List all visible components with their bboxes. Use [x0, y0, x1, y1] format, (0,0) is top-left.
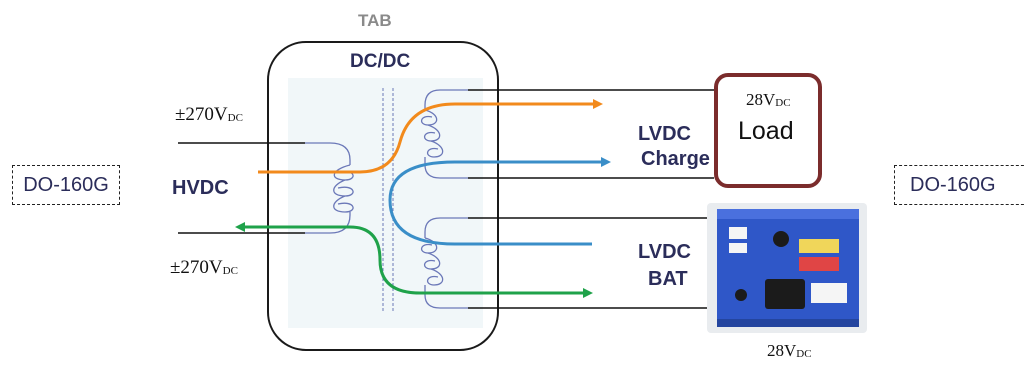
lvdc-bat-line1: LVDC: [638, 241, 691, 263]
lvdc-charge-line2: Charge: [641, 148, 710, 170]
standard-box-right: DO-160G: [894, 165, 1024, 205]
primary-coil: [305, 142, 354, 234]
converter-label: DC/DC: [350, 51, 411, 72]
standard-box-left: DO-160G: [12, 165, 120, 205]
load-label: Load: [738, 117, 794, 145]
lvdc-bat-line2: BAT: [648, 268, 688, 290]
input-voltage-bottom: ±270VDC: [170, 257, 238, 278]
green-flow-arrow: [235, 222, 588, 295]
input-voltage-top: ±270VDC: [175, 104, 243, 125]
orange-flow-arrow: [258, 99, 603, 174]
converter-background: [288, 78, 483, 328]
battery-image: [707, 203, 867, 333]
load-box: 28VDC Load: [714, 73, 822, 188]
tab-label: TAB: [358, 11, 392, 30]
hvdc-label: HVDC: [172, 177, 229, 199]
battery-voltage: 28VDC: [767, 341, 812, 360]
blue-flow-arrow: [388, 157, 611, 246]
lvdc-charge-line1: LVDC: [638, 123, 691, 145]
load-voltage: 28VDC: [746, 90, 791, 109]
